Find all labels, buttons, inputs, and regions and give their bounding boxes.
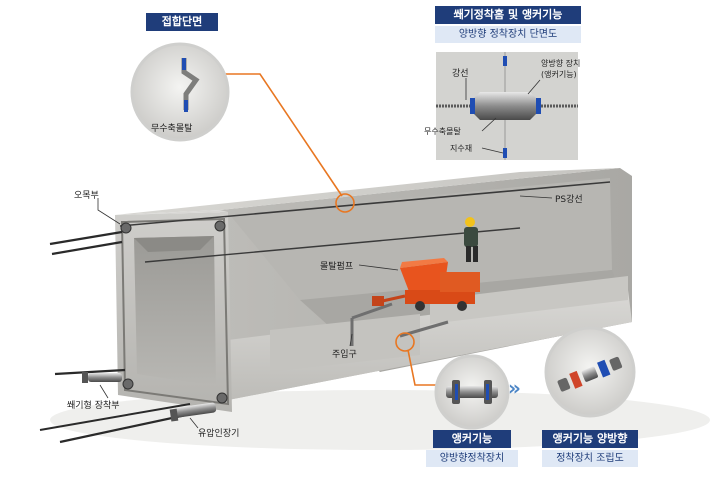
label-mortar-pump: 몰탈펌프 bbox=[320, 262, 354, 272]
wedge-detail-title: 쐐기정착홈 및 앵커기능 bbox=[435, 6, 581, 24]
leader-device bbox=[527, 79, 541, 95]
wedge-detail-subtitle: 양방향 정착장치 단면도 bbox=[435, 26, 581, 43]
leader-external bbox=[97, 198, 121, 225]
leader-jack bbox=[189, 417, 199, 429]
ps-strand-mid bbox=[144, 227, 521, 263]
strand-outer-2 bbox=[51, 240, 123, 256]
label-waterproof: 지수재 bbox=[450, 144, 473, 153]
label-inlet: 주입구 bbox=[332, 350, 357, 360]
mortar-pump bbox=[372, 258, 480, 311]
strand-outer-3 bbox=[54, 368, 126, 376]
assembly-title: 앵커기능 양방향 bbox=[542, 430, 638, 448]
leader-pump bbox=[358, 264, 399, 271]
girder-top-slab bbox=[115, 168, 620, 215]
anchor-device-title: 앵커기능 bbox=[433, 430, 511, 448]
assembly-subtitle: 정착장치 조립도 bbox=[542, 450, 638, 467]
anchor-device-subtitle: 양방향정착장치 bbox=[426, 450, 518, 467]
label-external-part: 오목부 bbox=[74, 191, 99, 201]
leader-mortar bbox=[481, 117, 497, 132]
strand-outer-1 bbox=[49, 230, 123, 246]
wall-segment-2 bbox=[430, 276, 628, 324]
label-mortar: 무수축몰탈 bbox=[424, 127, 461, 136]
wall-segment bbox=[270, 314, 420, 372]
anchor-tl bbox=[120, 222, 132, 234]
label-hydraulic-jack: 유압인장기 bbox=[198, 429, 240, 439]
highlight-inlet bbox=[395, 332, 415, 352]
anchor-br bbox=[216, 392, 228, 404]
joint-section-caption: 무수축몰탈 bbox=[151, 124, 193, 134]
ps-strand-top bbox=[119, 181, 611, 227]
leader-joint bbox=[225, 73, 343, 197]
anchor-device-circle bbox=[434, 354, 510, 430]
label-strand: 강선 bbox=[452, 69, 469, 79]
girder-back-wall bbox=[230, 178, 612, 300]
opening-top-shade bbox=[134, 236, 214, 252]
girder-opening bbox=[134, 236, 216, 386]
leader-inlet bbox=[349, 333, 353, 347]
leader-anchor bbox=[407, 349, 440, 386]
hydraulic-jack-device bbox=[169, 402, 217, 422]
front-face-top bbox=[115, 210, 228, 215]
highlight-joint bbox=[335, 193, 355, 213]
inlet-pipe-2 bbox=[351, 302, 393, 320]
joint-section-title: 접합단면 bbox=[146, 13, 218, 31]
label-bidirectional-device: 양방향 장치 bbox=[541, 59, 581, 68]
anchor-bl bbox=[122, 378, 134, 390]
arrow-right-double-icon: » bbox=[508, 376, 521, 400]
girder-front-wall bbox=[228, 290, 632, 400]
label-wedge-anchor: 쐐기형 장착부 bbox=[67, 401, 120, 411]
label-anchor-function: (앵커기능) bbox=[541, 70, 577, 79]
wedge-anchor-device bbox=[82, 372, 122, 383]
label-ps-strand: PS강선 bbox=[555, 195, 583, 205]
wedge-detail-panel bbox=[436, 52, 578, 160]
leader-wedge bbox=[99, 384, 109, 399]
strand-outer-5 bbox=[39, 403, 191, 431]
anchor-tr bbox=[214, 220, 226, 232]
joint-section-circle bbox=[130, 42, 230, 142]
leader-ps bbox=[519, 195, 553, 199]
leader-waterproof bbox=[481, 147, 504, 154]
worker-figure bbox=[464, 217, 478, 262]
assembly-circle bbox=[544, 326, 636, 418]
